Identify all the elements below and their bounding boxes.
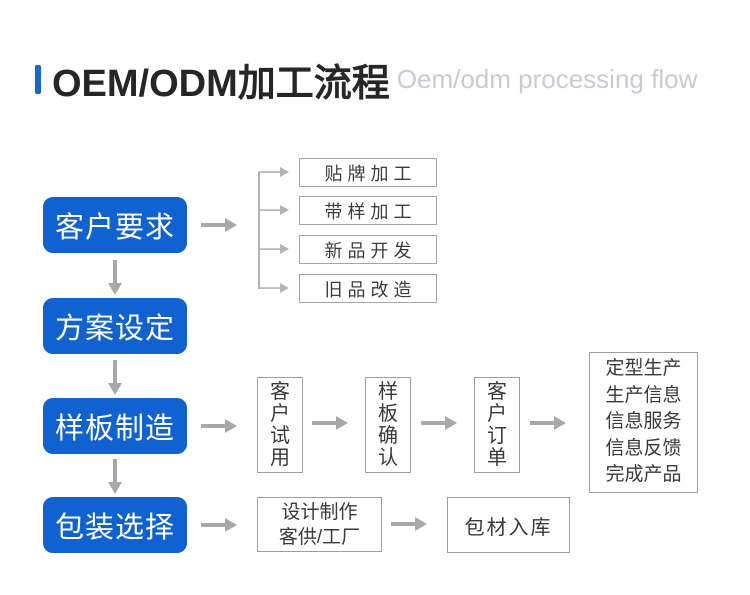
box-customer-trial-label: 客户试用 (270, 381, 290, 469)
step-plan-setting: 方案设定 (43, 298, 187, 354)
arrow-right-icon (201, 518, 237, 532)
arrow-right-icon (530, 416, 566, 430)
box-sample-confirmation-label: 样板确认 (378, 381, 398, 469)
production-line: 信息反馈 (605, 437, 682, 459)
arrow-right-icon (421, 416, 457, 430)
page-subtitle: Oem/odm processing flow (396, 64, 698, 94)
branch-connector-line (258, 172, 260, 289)
box-production-info: 定型生产 生产信息 信息服务 信息反馈 完成产品 (589, 352, 698, 493)
option-sample-processing: 带样加工 (299, 196, 437, 225)
box-customer-order: 客户订单 (474, 377, 520, 473)
production-line: 生产信息 (605, 384, 682, 406)
branch-arrow-icon (258, 205, 289, 215)
design-line-1: 设计制作 (281, 501, 358, 523)
arrow-right-icon (201, 218, 237, 232)
branch-arrow-icon (258, 167, 289, 177)
production-line: 完成产品 (605, 464, 682, 486)
arrow-right-icon (391, 517, 427, 531)
box-packaging-warehouse: 包材入库 (447, 497, 570, 553)
branch-arrow-icon (258, 283, 289, 293)
step-sample-manufacturing: 样板制造 (43, 398, 187, 454)
option-label-processing: 贴牌加工 (299, 158, 437, 187)
design-line-2: 客供/工厂 (278, 526, 361, 548)
step-customer-requirements: 客户要求 (43, 197, 187, 253)
step-packaging-selection: 包装选择 (43, 497, 187, 553)
arrow-down-icon (108, 260, 122, 295)
title-accent-bar (35, 65, 41, 94)
arrow-right-icon (312, 416, 348, 430)
box-customer-trial: 客户试用 (257, 377, 303, 473)
option-new-product-development: 新品开发 (299, 235, 437, 264)
box-sample-confirmation: 样板确认 (365, 377, 411, 473)
box-customer-order-label: 客户订单 (487, 381, 507, 469)
box-design-production: 设计制作 客供/工厂 (257, 497, 382, 552)
production-line: 定型生产 (605, 358, 682, 380)
option-old-product-renovation: 旧品改造 (299, 274, 437, 303)
arrow-right-icon (201, 419, 237, 433)
arrow-down-icon (108, 360, 122, 395)
page-title: OEM/ODM加工流程 (52, 63, 390, 105)
production-line: 信息服务 (605, 411, 682, 433)
arrow-down-icon (108, 459, 122, 494)
branch-arrow-icon (258, 244, 289, 254)
header: OEM/ODM加工流程 Oem/odm processing flow (35, 52, 697, 107)
